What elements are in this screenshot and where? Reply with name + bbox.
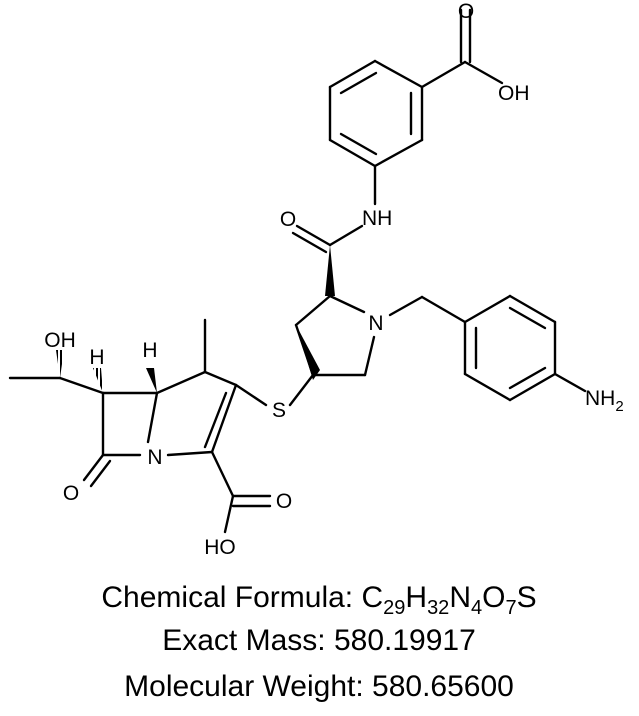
stereo-h-left-label: H bbox=[89, 346, 104, 369]
bond bbox=[328, 138, 377, 168]
formula-subscript: 7 bbox=[505, 597, 516, 619]
wedge-bond bbox=[325, 245, 335, 296]
bond bbox=[234, 383, 268, 407]
wedge-bond bbox=[146, 368, 157, 393]
hashed-wedge-bond bbox=[93, 368, 103, 393]
bond-layer bbox=[8, 8, 587, 534]
formula-element: H bbox=[405, 581, 427, 614]
exact-mass: Exact Mass: 580.19917 bbox=[162, 624, 476, 657]
bond bbox=[373, 138, 424, 168]
hydroxyethyl-oh-label: OH bbox=[44, 329, 76, 352]
amide-oxygen-label: O bbox=[280, 208, 296, 231]
bond bbox=[210, 383, 238, 454]
bond bbox=[155, 370, 207, 395]
bond bbox=[463, 60, 504, 85]
bond bbox=[463, 294, 512, 324]
hashed-wedge-bond bbox=[56, 350, 64, 378]
bond bbox=[363, 335, 376, 377]
bond bbox=[508, 306, 547, 330]
bond bbox=[58, 376, 105, 395]
bond bbox=[294, 294, 332, 327]
acid-top-hydroxyl-label: OH bbox=[498, 82, 530, 105]
bond bbox=[328, 294, 366, 314]
sulfur-label: S bbox=[272, 399, 286, 422]
formula-subscript: 29 bbox=[383, 597, 405, 619]
acid-bottom-oxygen-label: O bbox=[276, 490, 292, 513]
bond bbox=[339, 132, 378, 156]
amide-nh-label: NH bbox=[362, 207, 392, 230]
bond bbox=[508, 366, 547, 390]
bond bbox=[420, 60, 467, 89]
wedge-bond bbox=[296, 325, 320, 380]
molecular-weight: Molecular Weight: 580.65600 bbox=[124, 670, 514, 703]
amine-label: NH2 bbox=[585, 387, 624, 415]
formula-element: C bbox=[361, 581, 383, 614]
bond bbox=[420, 295, 467, 324]
bond bbox=[210, 450, 235, 498]
formula-element: N bbox=[449, 581, 471, 614]
stereo-h-right-label: H bbox=[142, 339, 157, 362]
compound-info: Chemical Formula: C29H32N4O7S Exact Mass… bbox=[101, 581, 536, 703]
formula-subscript: 32 bbox=[427, 597, 449, 619]
bond bbox=[288, 373, 315, 407]
bond bbox=[508, 372, 557, 402]
bond bbox=[223, 494, 235, 534]
ring-nitrogen-label: N bbox=[147, 446, 162, 469]
bond bbox=[291, 231, 328, 254]
bond bbox=[553, 372, 587, 393]
bond bbox=[89, 459, 112, 488]
bond bbox=[203, 370, 238, 387]
formula-element: O bbox=[482, 581, 505, 614]
bond bbox=[166, 450, 214, 457]
lactam-oxygen-label: O bbox=[63, 482, 79, 505]
acid-bottom-hydroxyl-label: HO bbox=[204, 536, 236, 559]
formula-element: S bbox=[517, 581, 537, 614]
acid-top-oxygen-label: O bbox=[458, 0, 474, 23]
bond bbox=[463, 372, 512, 402]
formula-label: Chemical Formula: bbox=[101, 581, 361, 614]
bond bbox=[328, 59, 377, 89]
bond bbox=[295, 224, 332, 247]
bond bbox=[373, 59, 424, 89]
formula-subscript: 4 bbox=[471, 597, 482, 619]
pyrrolidine-nitrogen-label: N bbox=[368, 312, 383, 335]
chemical-formula: Chemical Formula: C29H32N4O7S bbox=[101, 581, 536, 619]
bond bbox=[82, 453, 105, 482]
bond bbox=[146, 391, 159, 444]
atom-label-layer: O OH NH O N NH2 S OH H H N O O HO bbox=[44, 0, 623, 559]
bond bbox=[388, 295, 424, 317]
bond bbox=[508, 294, 557, 324]
bond bbox=[328, 224, 364, 247]
bond bbox=[203, 391, 228, 449]
bond bbox=[339, 71, 378, 95]
